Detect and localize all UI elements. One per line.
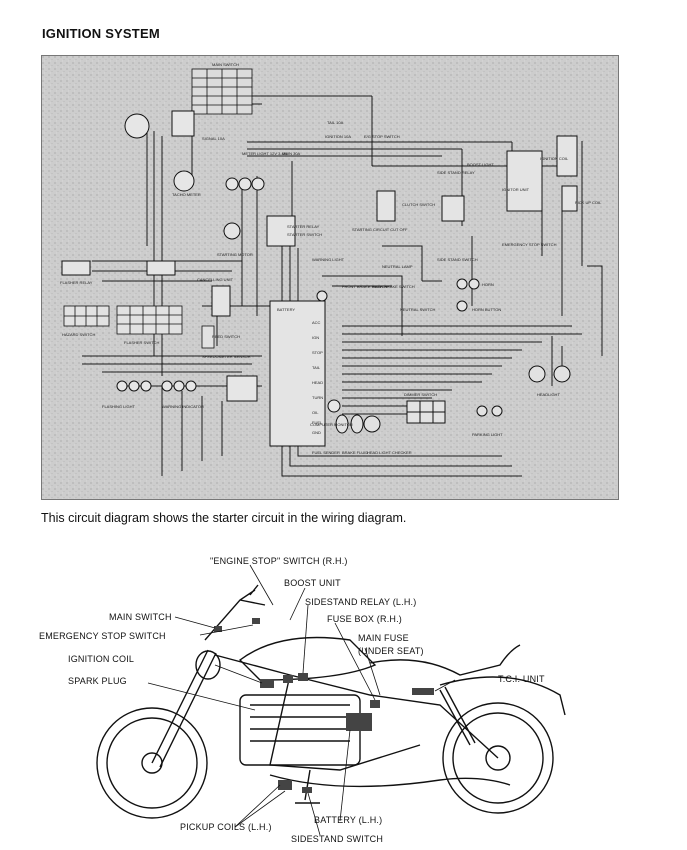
terminal-labels: ACC IGN STOP TAIL HEAD TURN OIL FUEL GND [312, 320, 323, 435]
wiring-label-main-switch: MAIN SWITCH [212, 62, 239, 67]
wiring-label-meter-light: METER LIGHT 12V 3.4W [242, 151, 288, 156]
wiring-label-speedometer-sensor: SPEEDOMETER SENSOR [202, 354, 251, 359]
wiring-label-main-fuse: MAIN 30A [282, 151, 301, 156]
wiring-label-neutral-lamp: NEUTRAL LAMP [382, 264, 413, 269]
wiring-label-warning-light: WARNING LIGHT [312, 257, 345, 262]
wiring-label-signal-fuse: SIGNAL 10A [202, 136, 225, 141]
label-engine-stop-switch: "ENGINE STOP" SWITCH (R.H.) [210, 556, 348, 566]
wiring-label-dimmer-switch: DIMMER SWITCH [404, 392, 437, 397]
wiring-label-rear-brake-switch: REAR BRAKE SWITCH [372, 284, 415, 289]
wiring-label-neutral-switch: NEUTRAL SWITCH [400, 307, 436, 312]
label-pickup-coils: PICKUP COILS (L.H.) [180, 822, 272, 832]
terminal-label: TAIL [312, 365, 321, 370]
wiring-label-flasher-relay: FLASHER RELAY [60, 280, 93, 285]
wiring-label-warning-indicator: WARNING INDICATOR [162, 404, 204, 409]
wiring-label-side-stand-switch: SIDE STAND SWITCH [437, 257, 478, 262]
wiring-label-eg-stop-switch: E/G STOP SWITCH [364, 134, 400, 139]
wiring-label-tacho-meter: TACHO METER [172, 192, 201, 197]
label-ignition-coil: IGNITION COIL [68, 654, 135, 664]
wiring-label-ignition-coil: IGNITION COIL [540, 156, 569, 161]
label-spark-plug: SPARK PLUG [68, 676, 127, 686]
wiring-label-headlight-checker: HEAD LIGHT CHECKER [367, 450, 412, 455]
wiring-label-ignitor-unit: IGNITOR UNIT [502, 187, 530, 192]
page-title: IGNITION SYSTEM [42, 26, 160, 41]
label-battery: BATTERY (L.H.) [314, 815, 383, 825]
label-main-switch: MAIN SWITCH [109, 612, 172, 622]
wiring-label-headlight: HEADLIGHT [537, 392, 560, 397]
diagram-caption: This circuit diagram shows the starter c… [41, 511, 407, 525]
terminal-label: IGN [312, 335, 319, 340]
terminal-label: STOP [312, 350, 323, 355]
terminal-label: HEAD [312, 380, 323, 385]
wiring-label-starter-relay: STARTER RELAY [287, 224, 320, 229]
wiring-label-boost-light: BOOST LIGHT [467, 162, 494, 167]
label-sidestand-switch: SIDESTAND SWITCH [291, 834, 384, 844]
wiring-label-starting-motor: STARTING MOTOR [217, 252, 253, 257]
wiring-label-pick-up-coil: PICK UP COIL [575, 200, 602, 205]
terminal-label: OIL [312, 410, 319, 415]
terminal-label: GND [312, 430, 321, 435]
terminal-label: ACC [312, 320, 321, 325]
wiring-label-flasher-switch: FLASHER SWITCH [124, 340, 159, 345]
terminal-label: TURN [312, 395, 323, 400]
wiring-label-hazard-switch: HAZARD SWITCH [62, 332, 95, 337]
wiring-label-flashing-light: FLASHING LIGHT [102, 404, 135, 409]
label-fuse-box: FUSE BOX (R.H.) [327, 614, 403, 624]
label-sidestand-relay: SIDESTAND RELAY (L.H.) [305, 597, 417, 607]
wiring-label-clutch-switch: CLUTCH SWITCH [402, 202, 435, 207]
wiring-label-side-stand-relay: SIDE STAND RELAY [437, 170, 475, 175]
wiring-label-computer-monitor: COMPUTER MONITOR [310, 422, 353, 427]
terminal-label: FUEL [312, 420, 323, 425]
label-tci-unit: T.C.I. UNIT [498, 674, 545, 684]
wiring-label-fuel-sender: FUEL SENDER [312, 450, 340, 455]
wiring-label-battery: BATTERY [277, 307, 295, 312]
wiring-label-starter-switch: STARTER SWITCH [287, 232, 322, 237]
wiring-label-tail-fuse: TAIL 10A [327, 120, 344, 125]
wiring-label-ignition-fuse: IGNITION 10A [325, 134, 351, 139]
wiring-diagram: MAIN SWITCH TAIL 10A IGNITION 10A E/G ST… [41, 55, 619, 500]
wiring-label-emergency-stop-switch: EMERGENCY STOP SWITCH [502, 242, 557, 247]
label-main-fuse-note: (UNDER SEAT) [358, 646, 424, 656]
wiring-label-reed-switch: REED SWITCH [212, 334, 240, 339]
label-boost-unit: BOOST UNIT [284, 578, 341, 588]
wiring-label-horn-button: HORN BUTTON [472, 307, 501, 312]
label-main-fuse: MAIN FUSE [358, 633, 409, 643]
wiring-label-starting-circuit-cutoff: STARTING CIRCUIT CUT OFF [352, 227, 408, 232]
wiring-label-horn: HORN [482, 282, 494, 287]
motorcycle-illustration [40, 545, 640, 845]
wiring-label-cancelling-unit: CANCELLING UNIT [197, 277, 234, 282]
label-emergency-stop-switch: EMERGENCY STOP SWITCH [39, 631, 166, 641]
wiring-label-brake-fluid: BRAKE FLUID [342, 450, 368, 455]
wiring-label-parking-light: PARKING LIGHT [472, 432, 503, 437]
wiring-label-front-brake-switch: FRONT BRAKE SWITCH [342, 284, 387, 289]
